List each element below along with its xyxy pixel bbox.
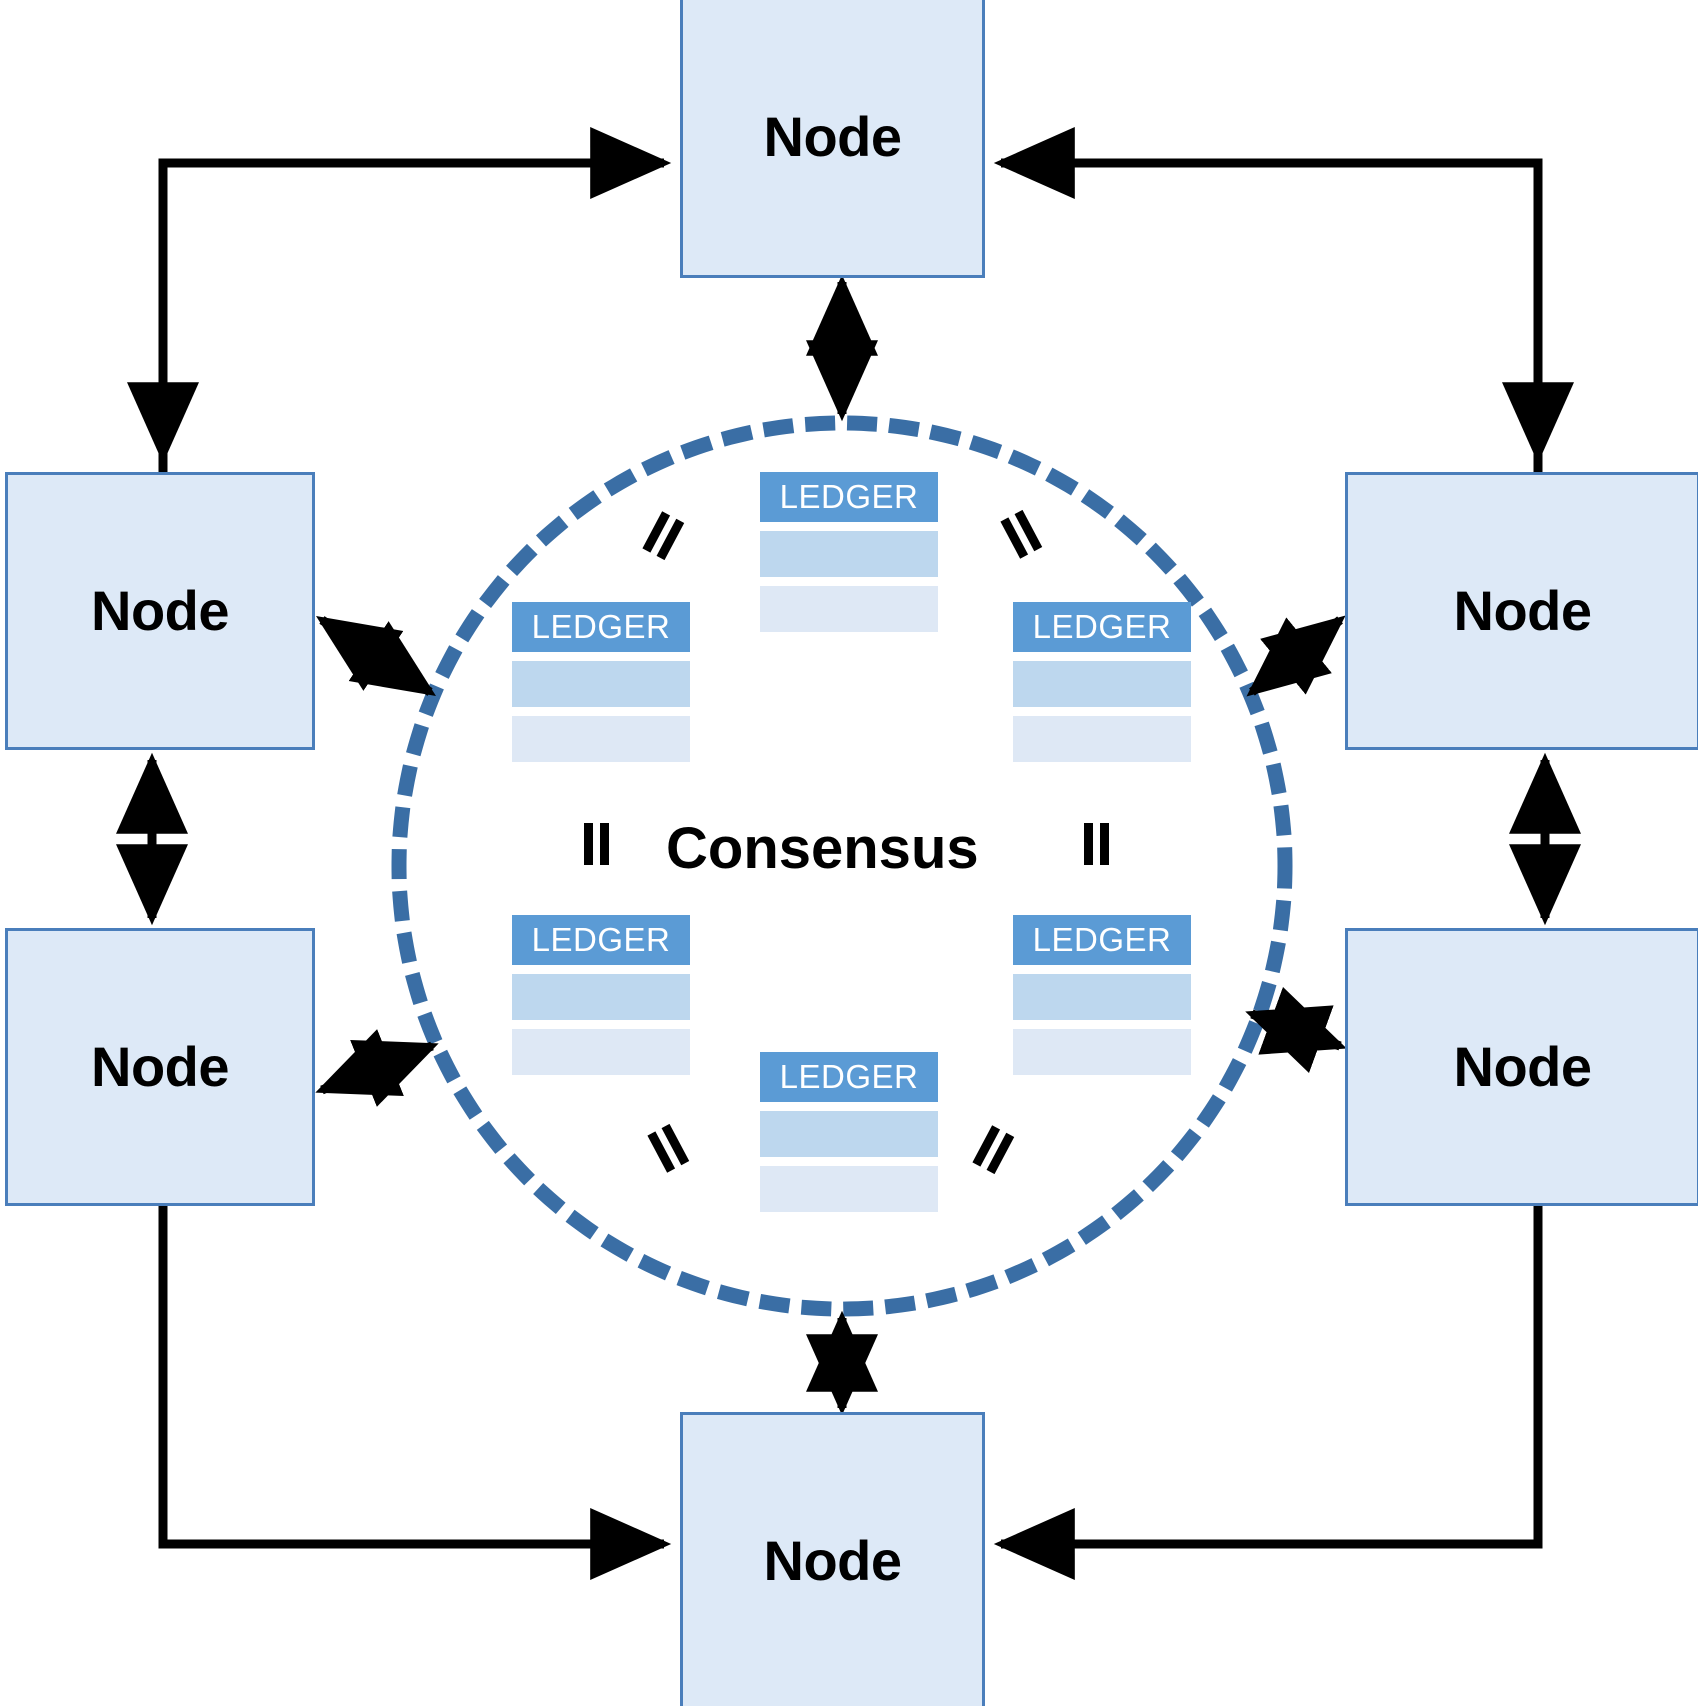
node-label: Node	[1453, 1035, 1593, 1098]
ledger-row	[1013, 974, 1191, 1020]
equals-mark-top-right	[997, 509, 1043, 559]
ledger-row	[1013, 1029, 1191, 1075]
ledger-row	[512, 661, 690, 707]
ledger-lower-left[interactable]: LEDGER	[512, 915, 690, 1075]
node-label: Node	[1453, 579, 1593, 642]
node-right-lower[interactable]: Node	[1345, 928, 1698, 1206]
ledger-row	[1013, 661, 1191, 707]
equals-mark-mid-right	[1078, 823, 1112, 865]
equals-mark-top-left	[639, 511, 685, 561]
ledger-row	[760, 1111, 938, 1157]
equals-bar	[600, 823, 609, 865]
ledger-row	[760, 586, 938, 632]
ledger-header: LEDGER	[512, 915, 690, 965]
equals-mark-bottom-left	[644, 1123, 690, 1173]
ledger-header: LEDGER	[512, 602, 690, 652]
equals-bar	[584, 823, 593, 865]
equals-bar	[1100, 823, 1109, 865]
ledger-header: LEDGER	[760, 1052, 938, 1102]
ledger-upper-right[interactable]: LEDGER	[1013, 602, 1191, 762]
node-top[interactable]: Node	[680, 0, 985, 278]
ledger-lower-right[interactable]: LEDGER	[1013, 915, 1191, 1075]
ledger-bottom[interactable]: LEDGER	[760, 1052, 938, 1212]
ledger-header: LEDGER	[1013, 602, 1191, 652]
ledger-upper-left[interactable]: LEDGER	[512, 602, 690, 762]
equals-mark-bottom-right	[969, 1125, 1015, 1175]
ledger-header: LEDGER	[1013, 915, 1191, 965]
equals-bar	[1084, 823, 1093, 865]
node-left-lower[interactable]: Node	[5, 928, 315, 1206]
ledger-row	[512, 974, 690, 1020]
node-right-upper[interactable]: Node	[1345, 472, 1698, 750]
ledger-row	[760, 1166, 938, 1212]
node-label: Node	[763, 105, 903, 168]
ledger-row	[512, 716, 690, 762]
node-label: Node	[763, 1529, 903, 1592]
ledger-row	[1013, 716, 1191, 762]
node-label: Node	[91, 579, 230, 642]
node-bottom[interactable]: Node	[680, 1412, 985, 1706]
node-left-upper[interactable]: Node	[5, 472, 315, 750]
ledger-top[interactable]: LEDGER	[760, 472, 938, 632]
ledger-header: LEDGER	[760, 472, 938, 522]
consensus-label: Consensus	[666, 816, 979, 881]
ledger-row	[512, 1029, 690, 1075]
equals-mark-mid-left	[578, 823, 612, 865]
node-label: Node	[91, 1035, 230, 1098]
ledger-row	[760, 531, 938, 577]
